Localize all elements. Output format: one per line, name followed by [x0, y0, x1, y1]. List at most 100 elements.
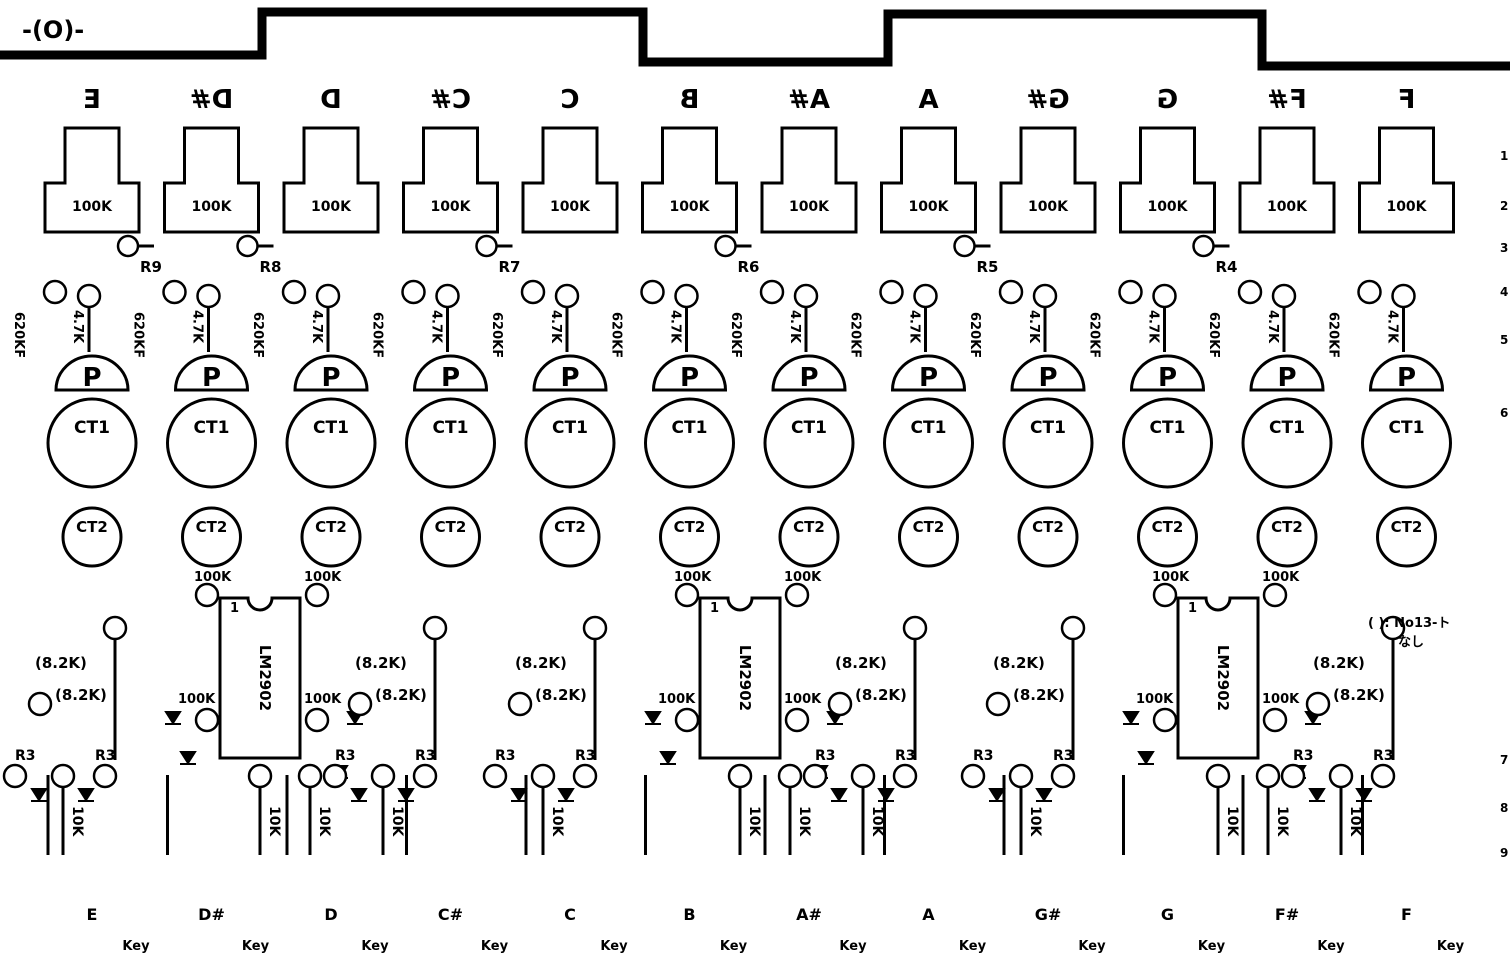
pair-10k-2-right_pair: 10K — [1347, 806, 1363, 837]
ic-mid-left-label-1: 100K — [658, 692, 696, 707]
pair-82a-0-left_pair: (8.2K) — [35, 654, 87, 672]
cap-pad-8 — [998, 279, 1024, 305]
ic-chip-2 — [1176, 596, 1260, 760]
res-pad-6 — [793, 283, 819, 309]
r-label-1: R8 — [260, 258, 282, 276]
res-pad-4 — [554, 283, 580, 309]
bottom-note-6: A# — [796, 905, 822, 924]
cap-pad-5 — [640, 279, 665, 305]
pair-82a-1-right_pair: (8.2K) — [835, 654, 887, 672]
ct2-circle-5 — [659, 506, 720, 568]
res-value-8: 4.7K — [1026, 310, 1041, 344]
ct1-label-8: CT1 — [1030, 418, 1066, 438]
pair-82-pad-0-right_pair — [347, 691, 373, 717]
cap-value-7: 620KF — [848, 312, 863, 358]
edge-number-1: 2 — [1500, 199, 1508, 213]
cap-pad-7 — [879, 279, 904, 305]
pot-value-3: 100K — [430, 199, 471, 215]
ic-bot-right-label-1: 10K — [796, 806, 812, 837]
pot-value-0: 100K — [72, 199, 113, 215]
ct2-circle-4 — [539, 506, 601, 568]
trimmer-pot-4 — [521, 126, 619, 234]
ct2-label-0: CT2 — [76, 518, 108, 536]
r-pad-1 — [236, 234, 259, 258]
note-label-4: C — [560, 85, 579, 115]
cap-pad-0 — [42, 279, 68, 305]
ic-diode-left2-2 — [1137, 751, 1155, 765]
ic-top-right-label-1: 100K — [784, 570, 822, 585]
p-label-0: P — [82, 363, 101, 393]
pot-value-4: 100K — [550, 199, 591, 215]
bottom-note-4: C — [564, 905, 576, 924]
trimmer-pot-5 — [641, 126, 738, 234]
bottom-note-8: G# — [1035, 905, 1062, 924]
trimmer-pot-0 — [43, 126, 141, 234]
trimmer-pot-1 — [163, 126, 260, 234]
pair-pad-c-1-right_pair — [892, 763, 918, 789]
pair-diode-b-0-right_pair — [397, 788, 415, 802]
pair-diode-a-1-right_pair — [830, 788, 848, 802]
note-label-5: B — [680, 85, 700, 115]
note-label-3: C# — [430, 85, 471, 115]
note-label-7: A — [918, 85, 938, 115]
ct1-label-0: CT1 — [74, 418, 110, 438]
cap-pad-3 — [401, 279, 426, 305]
note-label-9: G — [1157, 85, 1178, 115]
pair-82b-2-right_pair: (8.2K) — [1333, 686, 1385, 704]
pair-r3a-1-left_pair: R3 — [495, 748, 516, 764]
trimmer-pot-6 — [760, 126, 858, 234]
bottom-key-1: Key — [242, 939, 270, 954]
ic-mid-left-label-2: 100K — [1136, 692, 1174, 707]
cap-pad-4 — [520, 279, 546, 305]
pot-value-5: 100K — [669, 199, 710, 215]
ic-diode-left-2 — [1122, 711, 1140, 725]
r-label-5: R6 — [738, 258, 760, 276]
pot-value-10: 100K — [1267, 199, 1308, 215]
p-label-1: P — [202, 363, 221, 393]
ic-bot-left-pad-0 — [247, 763, 273, 789]
ct2-label-2: CT2 — [315, 518, 347, 536]
bottom-note-9: G — [1161, 905, 1174, 924]
pair-pad-c-1-left_pair — [572, 763, 598, 789]
cap-value-10: 620KF — [1206, 312, 1221, 358]
pair-r3a-2-left_pair: R3 — [973, 748, 994, 764]
ic-bot-left-label-0: 10K — [266, 806, 282, 837]
res-value-3: 4.7K — [429, 310, 444, 344]
pair-82b-0-right_pair: (8.2K) — [375, 686, 427, 704]
cap-value-9: 620KF — [1087, 312, 1102, 358]
bottom-note-0: E — [87, 905, 98, 924]
ct2-label-5: CT2 — [674, 518, 706, 536]
pair-10k-2-left_pair: 10K — [1027, 806, 1043, 837]
edge-number-4: 5 — [1500, 333, 1508, 347]
p-dome-9 — [1129, 354, 1206, 392]
ic-bot-left-label-2: 10K — [1224, 806, 1240, 837]
pair-82-pad-2-left_pair — [985, 691, 1011, 717]
ct1-circle-9 — [1122, 397, 1213, 489]
pair-82a-2-left_pair: (8.2K) — [993, 654, 1045, 672]
pair-diode-a-1-left_pair — [510, 788, 528, 802]
ct1-label-10: CT1 — [1269, 418, 1305, 438]
ic-top-right-pad-1 — [784, 582, 810, 608]
note-label-6: A# — [788, 85, 830, 115]
pair-pad-a-1-right_pair — [802, 763, 828, 789]
edge-number-2: 3 — [1500, 241, 1508, 255]
board-edge — [0, 7, 1510, 71]
ct1-label-5: CT1 — [672, 418, 708, 438]
ic-top-left-pad-2 — [1152, 582, 1178, 608]
cap-value-8: 620KF — [967, 312, 982, 358]
bottom-key-7: Key — [959, 939, 987, 954]
bottom-note-3: C# — [438, 905, 463, 924]
trimmer-pot-7 — [880, 126, 977, 234]
ct2-label-6: CT2 — [793, 518, 825, 536]
res-value-5: 4.7K — [668, 310, 683, 344]
ct2-label-10: CT2 — [1271, 518, 1303, 536]
pair-r3a-2-right_pair: R3 — [1293, 748, 1314, 764]
cap-value-2: 620KF — [250, 312, 265, 358]
pair-82-pad-1-right_pair — [827, 691, 853, 717]
ct1-circle-3 — [405, 397, 496, 489]
ct1-circle-4 — [524, 397, 616, 489]
ct2-label-7: CT2 — [913, 518, 945, 536]
pair-82a-1-left_pair: (8.2K) — [515, 654, 567, 672]
pair-diode-b-2-left_pair — [1035, 788, 1053, 802]
pair-top-pad-0-right_pair — [422, 615, 448, 641]
